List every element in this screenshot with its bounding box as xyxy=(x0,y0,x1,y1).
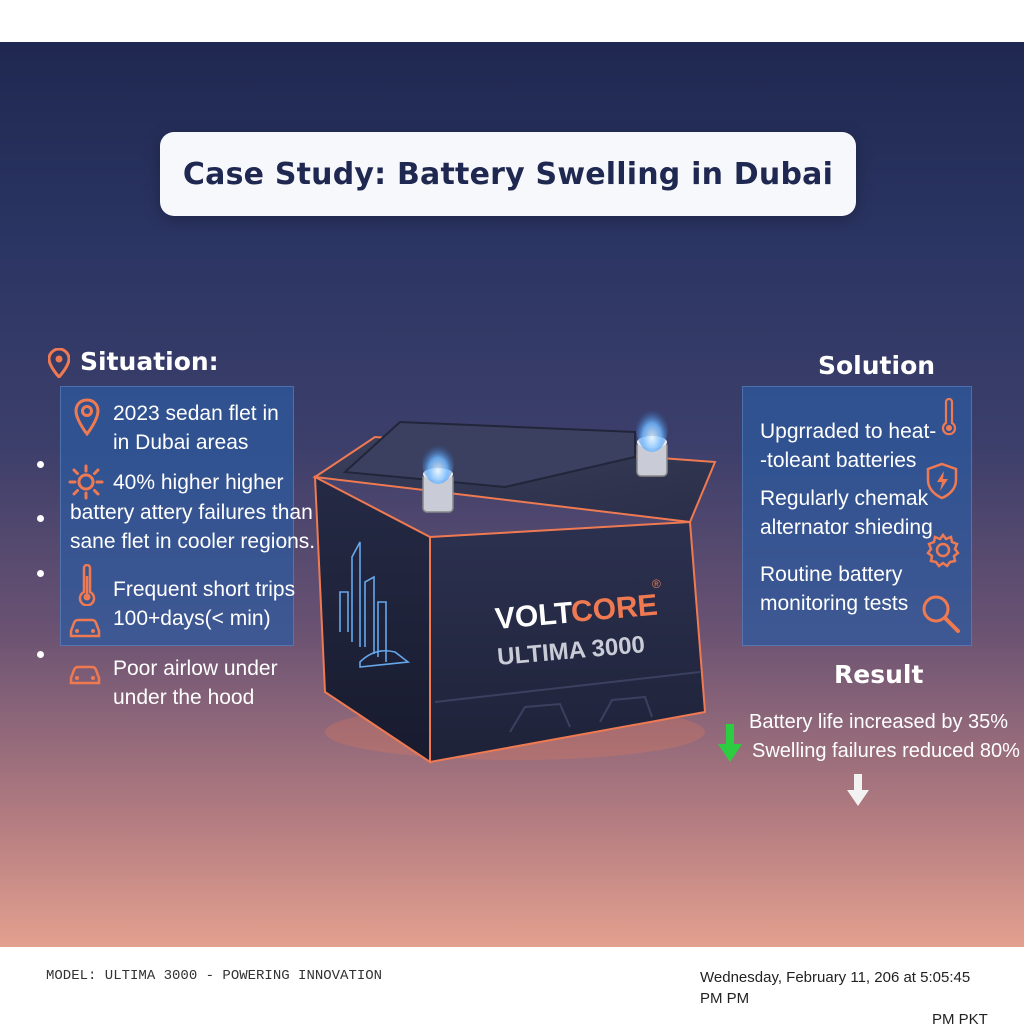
location-pin-icon xyxy=(74,398,100,436)
solution-item-monitoring: Routine battery monitoring tests xyxy=(760,563,909,615)
battery-brand-volt: VOLT xyxy=(494,596,574,636)
title-banner: Case Study: Battery Swelling in Dubai xyxy=(160,132,856,216)
result-heading: Result xyxy=(834,660,924,689)
situation-item-airflow: Poor airlow under under the hood xyxy=(113,657,278,709)
car-icon xyxy=(69,665,101,685)
situation-item-failures: 40% higher higher xyxy=(113,471,284,494)
solution-item-heat-tolerant: Upgrraded to heat- -toleant batteries xyxy=(760,420,937,472)
location-pin-icon xyxy=(48,348,70,378)
page-title: Case Study: Battery Swelling in Dubai xyxy=(182,156,834,192)
footer: MODEL: ULTIMA 3000 - POWERING INNOVATION… xyxy=(0,947,1024,1028)
situation-item-short-trips: Frequent short trips 100+days(< min) xyxy=(113,578,296,630)
result-battery-life: Battery life increased by 35% xyxy=(749,711,1009,733)
footer-timestamp: Wednesday, February 11, 206 at 5:05:45 P… xyxy=(700,969,988,1028)
shield-bolt-icon xyxy=(926,462,958,500)
thermometer-icon xyxy=(78,564,96,606)
arrow-down-icon xyxy=(847,774,869,806)
sun-icon xyxy=(68,464,104,500)
bullet xyxy=(37,570,44,577)
situation-panel xyxy=(60,386,294,646)
situation-item-failures-detail: battery attery failures than sane flet i… xyxy=(70,501,316,553)
bullet xyxy=(37,651,44,658)
car-icon xyxy=(69,618,101,638)
bullet xyxy=(37,515,44,522)
battery-registered-mark: ® xyxy=(652,577,661,591)
arrow-down-icon xyxy=(718,724,742,762)
situation-heading: Situation: xyxy=(80,347,219,376)
gear-icon xyxy=(926,532,960,568)
thermometer-icon xyxy=(941,398,957,436)
magnifier-icon xyxy=(922,595,960,633)
battery-illustration: VOLT CORE ® ULTIMA 3000 xyxy=(312,404,717,764)
solution-heading: Solution xyxy=(818,351,936,380)
result-swelling-failures: Swelling failures reduced 80% xyxy=(752,740,1020,762)
bullet xyxy=(37,461,44,468)
case-study-poster: Case Study: Battery Swelling in Dubai Si… xyxy=(0,42,1024,947)
situation-item-fleet: 2023 sedan flet in in Dubai areas xyxy=(113,402,279,454)
footer-model: MODEL: ULTIMA 3000 - POWERING INNOVATION xyxy=(46,968,383,984)
solution-item-alternator: Regularly chemak alternator shieding xyxy=(760,487,933,539)
solution-panel xyxy=(742,386,972,646)
battery-brand-core: CORE xyxy=(570,589,659,629)
